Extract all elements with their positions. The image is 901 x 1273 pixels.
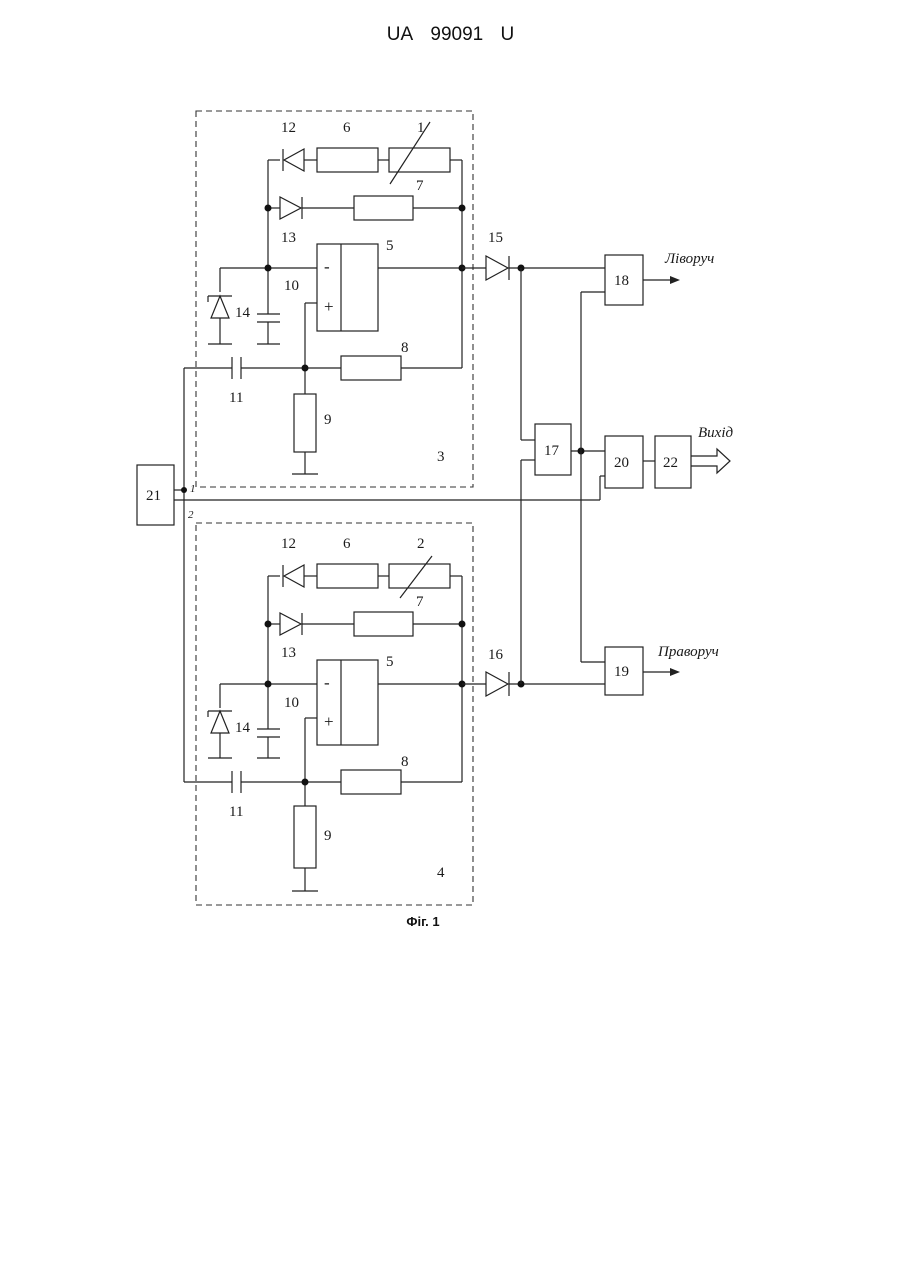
label-7-upper: 7 [416, 178, 424, 194]
diode-16 [486, 672, 508, 696]
diode-15 [486, 256, 508, 280]
label-9-upper: 9 [324, 412, 332, 428]
resistor-7-upper [354, 196, 413, 220]
label-13-lower: 13 [281, 645, 296, 661]
label-block-22: 22 [663, 455, 678, 471]
zener-14-upper [211, 296, 229, 318]
diode-13-lower [280, 613, 301, 635]
diode-12-lower [284, 565, 304, 587]
label-minus-upper: - [324, 257, 330, 276]
resistor-7-lower [354, 612, 413, 636]
resistor-8-lower [341, 770, 401, 794]
label-block-3: 3 [437, 449, 445, 465]
label-10-lower: 10 [284, 695, 299, 711]
label-diode-16: 16 [488, 647, 504, 663]
label-sensor-2: 2 [417, 536, 425, 552]
label-9-lower: 9 [324, 828, 332, 844]
label-7-lower: 7 [416, 594, 424, 610]
label-block-21: 21 [146, 488, 161, 504]
channel-upper: 12 6 1 7 13 5 - + 10 14 8 11 9 3 [184, 111, 473, 487]
label-6-lower: 6 [343, 536, 351, 552]
label-12-lower: 12 [281, 536, 296, 552]
label-11-lower: 11 [229, 804, 243, 820]
label-6-upper: 6 [343, 120, 351, 136]
label-pin-2: 2 [188, 509, 194, 521]
label-11-upper: 11 [229, 390, 243, 406]
diode-12-upper [284, 149, 304, 171]
sensor-1 [389, 148, 450, 172]
label-plus-lower: + [324, 712, 334, 731]
resistor-9-upper [294, 394, 316, 452]
label-block-20: 20 [614, 455, 629, 471]
label-14-lower: 14 [235, 720, 251, 736]
label-output-main: Вихід [698, 425, 733, 441]
label-14-upper: 14 [235, 305, 251, 321]
label-5-upper: 5 [386, 238, 394, 254]
arrow-right-output [670, 668, 680, 676]
output-bus-arrow [691, 449, 730, 473]
label-8-upper: 8 [401, 340, 409, 356]
zener-14-lower [211, 711, 229, 733]
label-block-17: 17 [544, 443, 560, 459]
resistor-9-lower [294, 806, 316, 868]
figure-caption: Фіг. 1 [0, 914, 846, 929]
label-5-lower: 5 [386, 654, 394, 670]
label-block-19: 19 [614, 664, 629, 680]
label-block-18: 18 [614, 273, 629, 289]
label-8-lower: 8 [401, 754, 409, 770]
label-10-upper: 10 [284, 278, 299, 294]
sensor-2 [389, 564, 450, 588]
label-sensor-1: 1 [417, 120, 425, 136]
diode-13-upper [280, 197, 301, 219]
label-minus-lower: - [324, 673, 330, 692]
label-block-4: 4 [437, 865, 445, 881]
label-output-left: Ліворуч [664, 251, 714, 267]
label-plus-upper: + [324, 297, 334, 316]
label-12-upper: 12 [281, 120, 296, 136]
resistor-8-upper [341, 356, 401, 380]
label-13-upper: 13 [281, 230, 296, 246]
label-pin-1: 1 [190, 483, 196, 495]
channel-lower: 12 6 2 7 13 5 - + 10 14 8 11 9 4 [184, 523, 473, 905]
resistor-6-lower [317, 564, 378, 588]
label-output-right: Праворуч [657, 644, 719, 660]
arrow-left-output [670, 276, 680, 284]
label-diode-15: 15 [488, 230, 503, 246]
resistor-6-upper [317, 148, 378, 172]
